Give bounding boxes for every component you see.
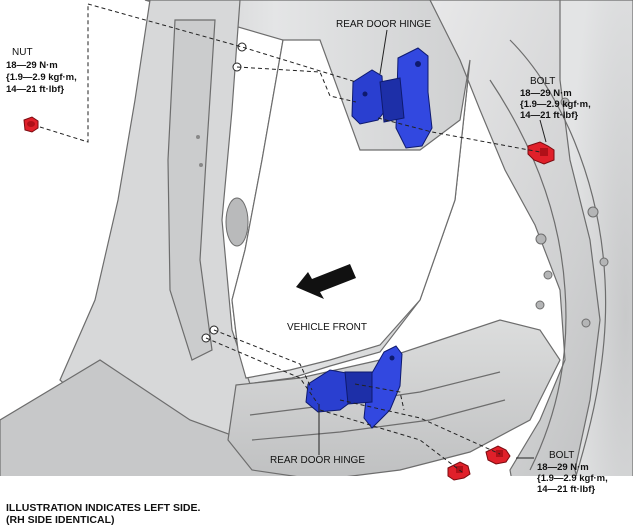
bolt-lower-torque-line: 14—21 ft·lbf}: [537, 484, 595, 495]
nut-torque-line: 14—21 ft·lbf}: [6, 84, 64, 95]
pillar-hole: [196, 135, 200, 139]
sill-crease: [251, 399, 506, 441]
nut-torque-line: 18—29 N·m: [6, 60, 58, 71]
bolt-lower-label: BOLT: [549, 450, 574, 461]
arch-hole: [535, 233, 547, 245]
vehicle-front-arrow-icon: [296, 264, 356, 299]
hinge-upper-pin-hole: [362, 91, 368, 97]
arch-hole: [581, 318, 591, 328]
rear-door-hinge-upper: [351, 47, 433, 149]
bolt-upper-torque-line: 18—29 N·m: [520, 88, 572, 99]
arch-hole: [543, 270, 553, 280]
door-aperture: [231, 39, 471, 379]
upper-opening: [0, 0, 140, 190]
bolt-upper: [527, 141, 555, 165]
bolt-lower-torque-line: {1.9—2.9 kgf·m,: [537, 473, 608, 484]
bolt-lower-torque-line: 18—29 N·m: [537, 462, 589, 473]
bolt-upper-label: BOLT: [530, 76, 555, 87]
installation-lines: [39, 3, 541, 473]
nut-upper: [23, 116, 39, 133]
illustration-note-line1: ILLUSTRATION INDICATES LEFT SIDE.: [6, 502, 201, 514]
pillar-recess: [167, 19, 216, 361]
hinge-upper-pin-hole: [415, 61, 421, 67]
nut-label: NUT: [12, 47, 33, 58]
arch-hole: [535, 300, 545, 310]
illustration-note-line2: (RH SIDE IDENTICAL): [6, 514, 115, 526]
wheel-arch-lip: [509, 39, 607, 526]
lower-white-area: [0, 476, 633, 526]
vehicle-front-label: VEHICLE FRONT: [287, 322, 367, 333]
bolt-lower-1: [485, 445, 511, 465]
rear-door-hinge-lower: [305, 345, 403, 429]
arch-hole: [560, 97, 570, 107]
pillar-hole: [199, 163, 203, 167]
hinge-upper-label: REAR DOOR HINGE: [336, 19, 431, 30]
nut-torque-line: {1.9—2.9 kgf·m,: [6, 72, 77, 83]
wheel-arch-lip: [489, 79, 567, 471]
hinge-upper-door-leaf: [395, 47, 433, 149]
bolt-upper-torque-line: {1.9—2.9 kgf·m,: [520, 99, 591, 110]
bolt-hole-marker: [237, 42, 247, 52]
pillar-oval-hole: [225, 197, 249, 247]
hinge-upper-knuckle: [379, 77, 405, 123]
hinge-upper-body-plate: [351, 69, 385, 125]
hinge-lower-pin-hole: [389, 355, 395, 361]
hinge-lower-label: REAR DOOR HINGE: [270, 455, 365, 466]
arch-hole: [599, 257, 609, 267]
bolt-upper-torque-line: 14—21 ft·lbf}: [520, 110, 578, 121]
hinge-lower-knuckle: [344, 371, 373, 405]
arch-hole: [587, 206, 599, 218]
wheel-arch-rim: [559, 0, 633, 526]
bolt-lower-2: [447, 461, 471, 481]
leader-lines: [318, 29, 547, 459]
